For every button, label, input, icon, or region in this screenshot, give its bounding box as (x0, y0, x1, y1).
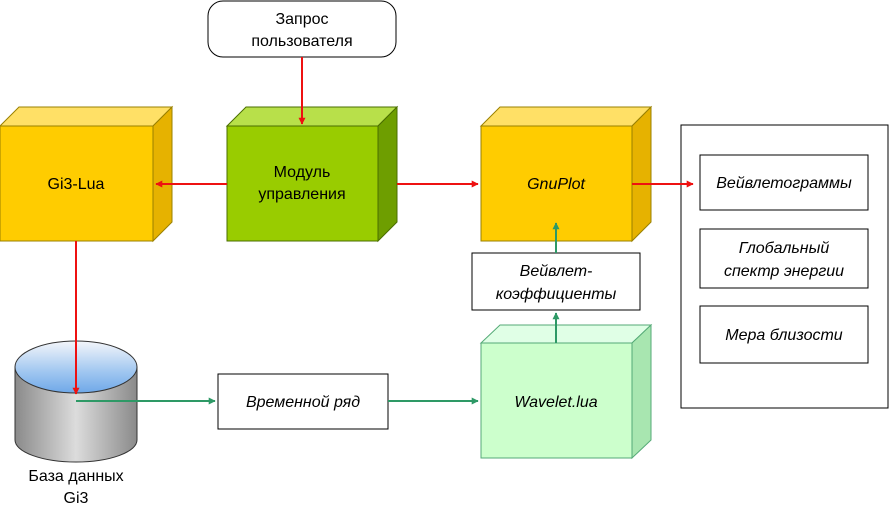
time-series-node: Временной ряд (217, 373, 389, 430)
global-spectrum-line1: Глобальный (739, 240, 830, 257)
database-line2: Gi3 (64, 490, 89, 507)
user-request-node: Запрос пользователя (207, 0, 397, 58)
gnuplot-node: GnuPlot (479, 105, 653, 243)
gnuplot-label: GnuPlot (527, 176, 585, 193)
database-line1: База данных (28, 468, 123, 485)
wavelet-coeffs-line2: коэффициенты (496, 286, 617, 303)
global-spectrum-line2: спектр энергии (724, 263, 844, 280)
control-module-node: Модуль управления (225, 105, 399, 243)
time-series-label: Временной ряд (246, 394, 360, 411)
wavelet-grams-box (699, 154, 869, 211)
wavelet-coeffs-line1: Вейвлет- (520, 263, 593, 280)
user-request-line1: Запрос (275, 11, 328, 28)
control-module-line1: Модуль (274, 164, 331, 181)
user-request-line2: пользователя (251, 33, 352, 50)
output-panel: Вейвлетограммы Глобальный спектр энергии… (680, 124, 889, 409)
wavelet-coeffs-node: Вейвлет- коэффициенты (471, 252, 641, 311)
gi3-lua-label: Gi3-Lua (48, 176, 105, 193)
similarity-label: Мера близости (725, 327, 843, 344)
gi3-lua-node: Gi3-Lua (0, 105, 174, 243)
wavelet-grams-label: Вейвлетограммы (716, 175, 852, 192)
control-module-line2: управления (258, 186, 345, 203)
similarity-box (699, 305, 869, 364)
global-spectrum-box (699, 228, 869, 289)
wavelet-lua-node: Wavelet.lua (479, 323, 653, 460)
wavelet-lua-label: Wavelet.lua (514, 394, 597, 411)
